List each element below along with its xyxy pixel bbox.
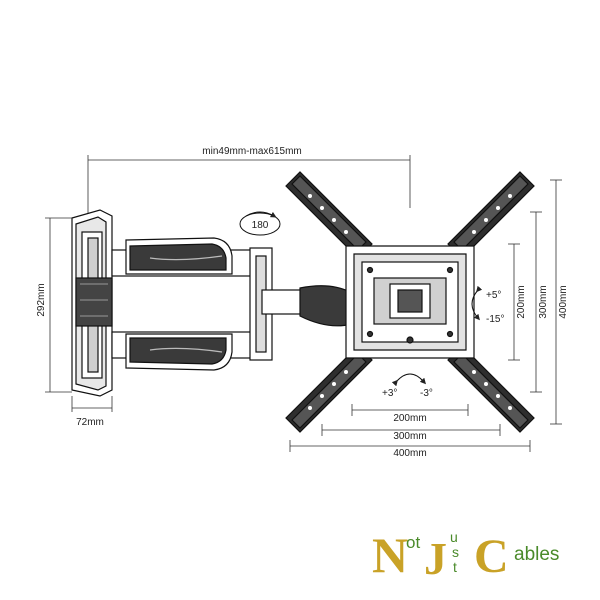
vesa-v-400-label: 400mm [558,285,569,318]
lower-arm [111,331,271,371]
vesa-bracket [285,171,535,433]
logo-ot: ot [406,533,420,552]
bracket-arm-bottom-left [285,345,373,433]
extension-dimension [87,155,411,215]
rotate-minus-label: -3° [420,388,433,399]
swivel-label: 180 [252,220,269,231]
vesa-vertical-dimensions [508,179,562,425]
wall-plate [71,209,113,397]
vesa-v-300-label: 300mm [538,285,549,318]
height-label: 292mm [36,283,47,316]
tilt-down-label: -15° [486,314,504,325]
tilt-indicator [471,285,483,321]
vesa-horizontal-dimensions [289,404,531,452]
logo-t: t [453,559,457,575]
brand-logo: N ot J u s t C ables [372,527,559,584]
swivel-badge [239,211,281,236]
center-arm [261,285,353,327]
vesa-h-400-label: 400mm [393,448,426,459]
logo-letter-j: J [424,533,447,584]
bracket-arm-bottom-right [447,345,535,433]
extension-label: min49mm-max615mm [202,146,301,157]
logo-letter-n: N [372,527,408,583]
logo-ables: ables [514,544,559,565]
vesa-h-200-label: 200mm [393,413,426,424]
rotation-indicator [391,373,426,387]
tilt-up-label: +5° [486,290,501,301]
upper-arm [111,237,271,277]
logo-u: u [450,529,458,545]
height-dimension [45,217,72,393]
rotate-plus-label: +3° [382,388,397,399]
width-label: 72mm [76,417,104,428]
logo-letter-c: C [474,530,509,583]
vesa-v-200-label: 200mm [516,285,527,318]
arm-joint [249,247,273,361]
vesa-h-300-label: 300mm [393,431,426,442]
width-dimension [71,396,113,412]
logo-s: s [452,544,459,560]
bracket-arm-top-left [285,171,373,259]
bracket-arm-top-right [447,171,535,259]
